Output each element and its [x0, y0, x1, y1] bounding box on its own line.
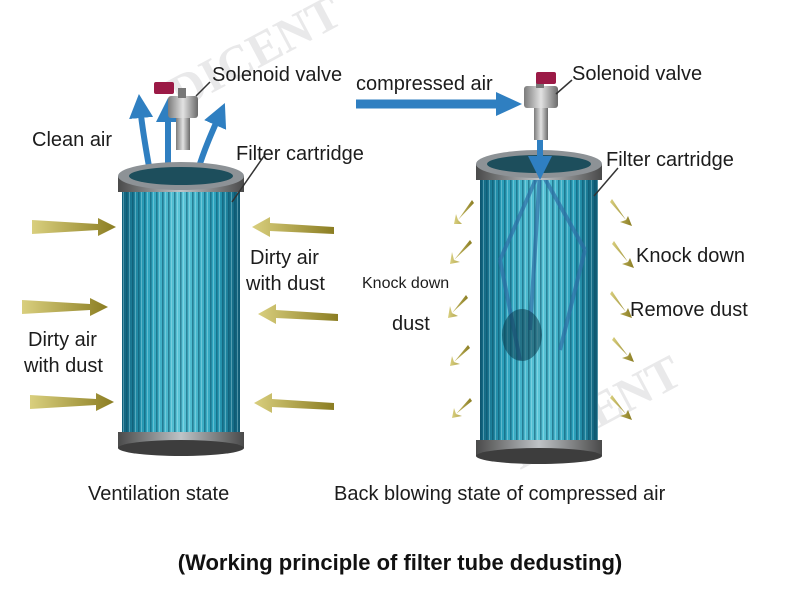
solenoid-valve-right — [524, 72, 558, 140]
label-with-dust: with dust — [245, 273, 325, 295]
label-solenoid-valve: Solenoid valve — [212, 64, 342, 86]
dust-arrow-in-4 — [252, 217, 334, 237]
dust-arrow-in-2 — [22, 298, 108, 316]
valve-handle — [536, 72, 556, 84]
label-clean-air: Clean air — [32, 129, 112, 151]
figure-caption: (Working principle of filter tube dedust… — [178, 550, 622, 575]
label-solenoid-valve-right: Solenoid valve — [572, 63, 702, 85]
label-ventilation-state: Ventilation state — [88, 483, 229, 505]
label-dirty-air-left: Dirty air — [28, 329, 97, 351]
label-knock-down-left: Knock down — [362, 275, 449, 292]
label-knock-down-right: Knock down — [636, 245, 745, 267]
left-panel: Solenoid valve Clean air Filter cartridg… — [22, 64, 364, 505]
dust-release-zone — [502, 309, 542, 361]
label-back-blowing-state: Back blowing state of compressed air — [334, 483, 666, 505]
right-panel: compressed air Solenoid valve Filter car… — [334, 63, 748, 505]
dust-arrow-in-5 — [258, 304, 338, 324]
dirty-air-arrows-left — [22, 217, 338, 413]
label-compressed-air: compressed air — [356, 73, 493, 95]
solenoid-valve-left — [154, 82, 198, 150]
label-filter-cartridge-right: Filter cartridge — [606, 149, 734, 171]
label-remove-dust: Remove dust — [630, 299, 748, 321]
label-with-dust-left: with dust — [23, 355, 103, 377]
label-knock-down-dust: dust — [392, 313, 430, 335]
compressed-air-arrowhead — [496, 92, 522, 116]
dust-arrow-in-3 — [30, 393, 114, 411]
valve-handle — [154, 82, 174, 94]
label-dirty-air: Dirty air — [250, 247, 319, 269]
leader-line — [231, 155, 265, 203]
dust-arrow-in-1 — [32, 218, 116, 236]
leader-line-right — [593, 167, 619, 197]
dust-arrow-in-6 — [254, 393, 334, 413]
knock-down-arrows — [448, 199, 634, 420]
filter-cartridge-left — [118, 162, 244, 456]
clean-air-arrow-right — [195, 103, 227, 171]
filter-cartridge-right — [476, 150, 602, 464]
clean-air-arrow-left — [129, 94, 154, 173]
label-filter-cartridge: Filter cartridge — [236, 143, 364, 165]
